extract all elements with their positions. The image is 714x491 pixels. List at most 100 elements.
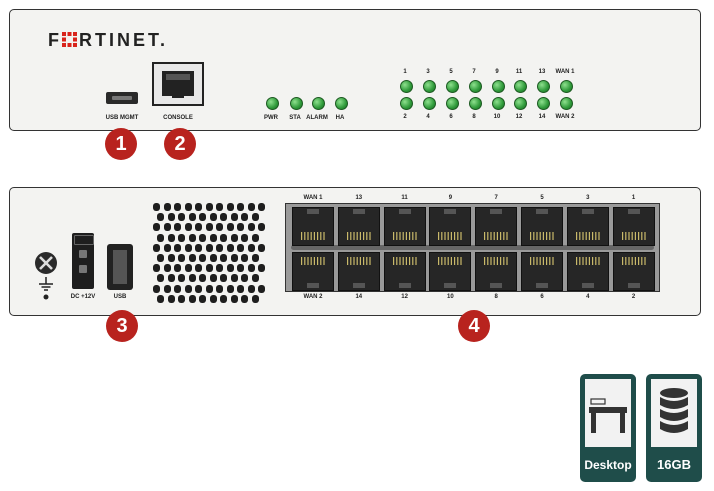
vent-hole	[205, 243, 213, 252]
vent-hole	[237, 203, 244, 211]
ethernet-port-label-top: 7	[494, 195, 498, 201]
vent-hole	[199, 213, 206, 222]
vent-hole	[247, 203, 255, 211]
console-port[interactable]	[152, 62, 204, 106]
vent-hole	[209, 254, 217, 262]
storage-tile: 16GB	[646, 374, 702, 482]
vent-hole	[157, 254, 164, 262]
vent-hole	[174, 203, 181, 211]
port-led-label-top: 7	[472, 69, 476, 75]
rj45-jack-icon	[530, 209, 554, 240]
vent-hole	[205, 264, 213, 273]
port-led-wan-1	[559, 80, 573, 93]
vent-hole	[174, 264, 181, 273]
ethernet-port-13[interactable]	[337, 207, 380, 246]
vent-hole	[195, 203, 202, 211]
vent-hole	[237, 243, 244, 252]
ethernet-port-label-bottom: 8	[494, 294, 498, 300]
ethernet-port-wan-2[interactable]	[292, 252, 334, 291]
ethernet-port-11[interactable]	[383, 207, 426, 246]
ethernet-port-1[interactable]	[612, 207, 655, 246]
ethernet-port-5[interactable]	[521, 207, 563, 246]
vent-hole	[163, 203, 171, 211]
port-led-7	[468, 80, 482, 93]
port-led-5	[445, 80, 459, 93]
vent-hole	[226, 203, 234, 211]
vent-hole	[241, 274, 248, 283]
usb-port[interactable]	[107, 244, 133, 290]
vent-hole	[188, 294, 196, 303]
vent-hole	[163, 223, 171, 232]
ethernet-port-3[interactable]	[566, 207, 609, 246]
port-led-13	[536, 80, 550, 93]
vent-hole	[199, 274, 206, 283]
port-led-1	[399, 80, 413, 93]
ethernet-port-10[interactable]	[429, 252, 472, 291]
ethernet-port-label-top: 5	[540, 195, 544, 201]
vent-hole	[157, 294, 164, 303]
vent-hole	[184, 284, 192, 293]
vent-hole	[153, 264, 160, 273]
ethernet-port-4[interactable]	[566, 252, 609, 291]
console-label: CONSOLE	[163, 115, 193, 121]
port-led-9	[491, 80, 505, 93]
vent-hole	[167, 274, 175, 283]
logo-text-right: RTINET.	[79, 30, 169, 50]
port-led-label-top: 9	[495, 69, 499, 75]
port-led-14	[536, 97, 550, 110]
ethernet-port-8[interactable]	[475, 252, 518, 291]
vent-hole	[216, 203, 223, 211]
vent-hole	[247, 223, 255, 232]
ethernet-port-9[interactable]	[429, 207, 472, 246]
logo-mark-icon	[62, 31, 77, 47]
ethernet-port-6[interactable]	[521, 252, 563, 291]
ethernet-port-label-top: 11	[401, 195, 408, 201]
vent-hole	[220, 274, 227, 283]
usb-mgmt-port[interactable]	[106, 92, 138, 104]
ethernet-port-14[interactable]	[337, 252, 380, 291]
vent-hole	[205, 203, 213, 211]
status-led-label: STA	[289, 115, 301, 121]
status-led-label: ALARM	[306, 115, 328, 121]
vent-hole	[258, 284, 265, 293]
status-led-sta	[289, 97, 303, 110]
port-led-11	[513, 80, 527, 93]
ethernet-port-wan-1[interactable]	[292, 207, 334, 246]
vent-hole	[174, 223, 181, 232]
vent-hole	[195, 284, 202, 293]
desktop-tile-panel	[585, 379, 631, 447]
vent-hole	[216, 243, 223, 252]
vent-hole	[230, 294, 238, 303]
dc-power-jack[interactable]	[72, 233, 94, 289]
vent-hole	[188, 274, 196, 283]
vent-hole	[241, 254, 248, 262]
ethernet-port-7[interactable]	[475, 207, 518, 246]
vent-hole	[216, 223, 223, 232]
vent-hole	[241, 213, 248, 222]
vent-hole	[178, 294, 185, 303]
port-led-label-top: 3	[426, 69, 430, 75]
rj45-jack-icon	[346, 257, 371, 288]
vent-hole	[178, 233, 185, 242]
rj45-jack-icon	[575, 209, 600, 240]
port-led-label-bottom: 6	[449, 114, 453, 120]
vent-hole	[230, 274, 238, 283]
rj45-jack-icon	[438, 209, 462, 240]
vent-hole	[174, 243, 181, 252]
front-panel	[9, 9, 701, 131]
vent-hole	[251, 213, 259, 222]
vent-hole	[209, 233, 217, 242]
rj45-jack-icon	[484, 257, 508, 288]
callout-1: 1	[105, 128, 137, 160]
vent-hole	[220, 233, 227, 242]
vent-hole	[188, 213, 196, 222]
vent-hole	[241, 294, 248, 303]
vent-hole	[209, 274, 217, 283]
port-led-label-top: WAN 1	[555, 69, 575, 75]
rj45-jack-icon	[438, 257, 462, 288]
vent-hole	[153, 284, 160, 293]
ethernet-port-12[interactable]	[383, 252, 426, 291]
vent-hole	[230, 213, 238, 222]
ethernet-port-2[interactable]	[612, 252, 655, 291]
vent-hole	[237, 223, 244, 232]
